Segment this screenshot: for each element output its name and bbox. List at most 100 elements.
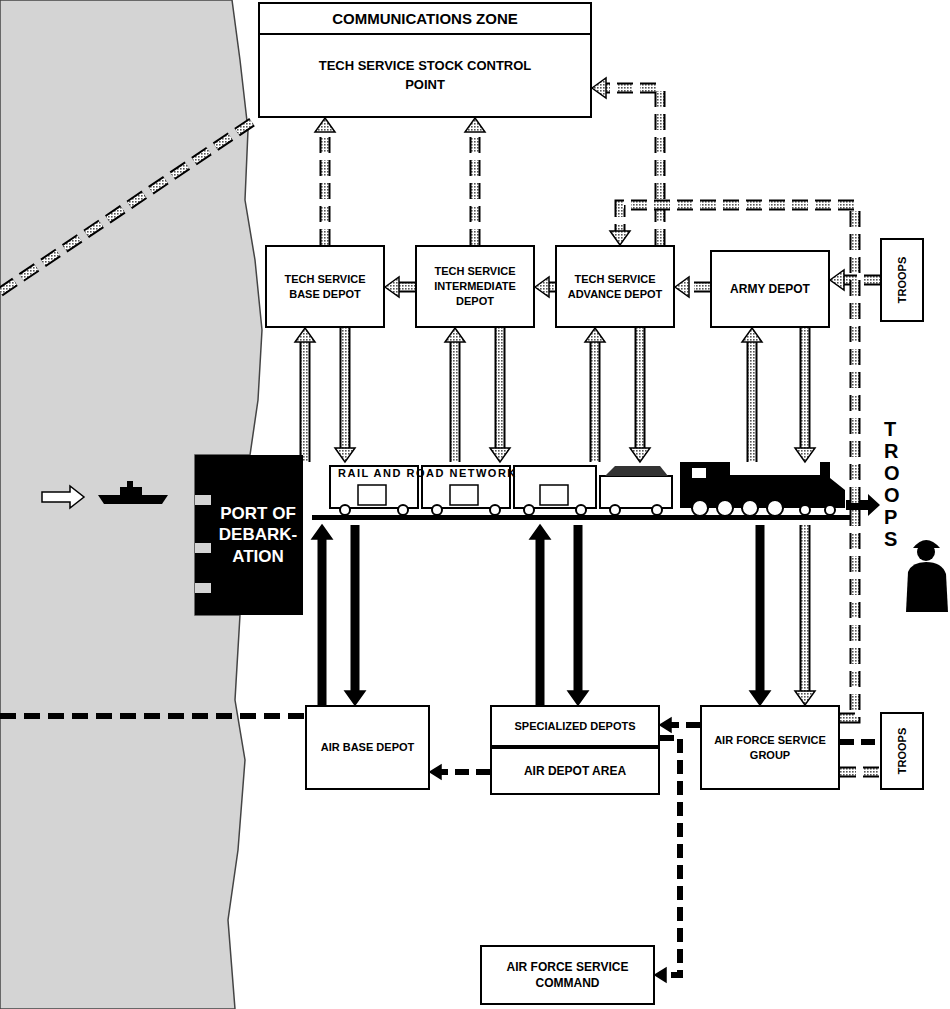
flow-arrow <box>312 525 332 705</box>
node-label: RAIL AND ROAD NETWORK <box>312 462 850 479</box>
flow-arrow <box>315 118 335 245</box>
arrowhead <box>585 328 605 342</box>
soldier-figure <box>906 540 948 612</box>
arrow-shaft <box>536 538 545 705</box>
arrow-outline <box>590 341 601 462</box>
arrowhead <box>660 718 671 732</box>
vertical-label: TROOPS <box>884 418 904 550</box>
arrow-fill <box>452 341 459 462</box>
arrowhead <box>490 448 510 462</box>
train <box>312 462 880 520</box>
arrow-shaft <box>660 738 680 975</box>
arrowhead <box>445 328 465 342</box>
arrow-fill <box>802 328 809 449</box>
service-group-box: AIR FORCE SERVICE GROUP <box>700 705 840 790</box>
node-label: AIR FORCE SERVICE COMMAND <box>488 959 647 991</box>
arrowhead <box>385 277 399 297</box>
communications-zone-box: COMMUNICATIONS ZONETECH SERVICE STOCK CO… <box>258 2 592 118</box>
depot-box: AIR BASE DEPOT <box>305 705 430 790</box>
arrowhead <box>655 968 666 982</box>
arrow-outline <box>800 328 811 449</box>
port-block: PORT OF DEBARK- ATION <box>195 455 303 615</box>
arrow-outline <box>840 767 880 778</box>
arrow-fill <box>472 131 479 245</box>
arrow-shaft <box>440 769 490 775</box>
flow-arrow <box>430 765 490 779</box>
arrow-fill <box>840 769 880 776</box>
flow-arrow <box>385 277 415 297</box>
arrow-shaft <box>574 525 583 692</box>
arrow-fill <box>802 525 809 692</box>
arrow-fill <box>342 328 349 449</box>
depot-box: AIR DEPOT AREA <box>490 747 660 795</box>
flow-arrow <box>795 328 815 462</box>
depot-box: TECH SERVICE ADVANCE DEPOT <box>555 245 675 328</box>
flow-arrow <box>592 78 660 245</box>
flow-arrow <box>840 742 880 743</box>
arrowhead <box>430 765 441 779</box>
zone-heading: COMMUNICATIONS ZONE <box>260 4 590 35</box>
arrowhead <box>610 231 630 245</box>
arrowhead <box>630 448 650 462</box>
arrow-fill <box>398 284 415 291</box>
arrow-outline <box>605 88 660 245</box>
flow-arrow <box>535 277 555 297</box>
arrow-shaft <box>318 538 327 705</box>
arrow-shaft <box>756 525 765 692</box>
rail-network: RAIL AND ROAD NETWORK <box>312 462 850 525</box>
node-label: TECH SERVICE ADVANCE DEPOT <box>563 272 667 302</box>
sea-route-dashed <box>0 118 305 716</box>
arrow-outline <box>450 341 461 462</box>
node-label: TECH SERVICE BASE DEPOT <box>273 272 377 302</box>
port-slips <box>195 455 215 615</box>
arrow-fill <box>637 328 644 449</box>
flow-arrow <box>795 525 815 705</box>
troops-box: TROOPS <box>880 238 924 322</box>
arrowhead <box>675 277 689 297</box>
flow-arrow <box>345 525 365 705</box>
troops-box: TROOPS <box>880 712 924 790</box>
arrow-fill <box>605 88 660 245</box>
arrowhead <box>295 328 315 342</box>
arrowhead <box>568 691 588 705</box>
arrowhead <box>315 118 335 132</box>
arrow-outline <box>470 131 481 245</box>
flow-arrow <box>585 328 605 462</box>
depot-box: TECH SERVICE INTERMEDIATE DEPOT <box>415 245 535 328</box>
arrow-outline <box>320 131 331 245</box>
node-label: PORT OF DEBARK- ATION <box>219 503 297 567</box>
node-label: SPECIALIZED DEPOTS <box>514 719 635 734</box>
arrow-shaft <box>670 722 700 728</box>
ship <box>42 481 168 508</box>
arrowhead <box>795 691 815 705</box>
arrowhead <box>345 691 365 705</box>
arrow-fill <box>843 277 880 284</box>
arrow-fill <box>497 328 504 449</box>
arrowhead <box>830 270 844 290</box>
flow-arrow <box>568 525 588 705</box>
arrow-fill <box>592 341 599 462</box>
flow-arrow <box>840 772 880 773</box>
service-command-box: AIR FORCE SERVICE COMMAND <box>480 945 655 1005</box>
flow-arrow <box>490 328 510 462</box>
arrow-outline <box>688 282 710 293</box>
arrow-fill <box>322 131 329 245</box>
flow-arrow <box>295 328 315 462</box>
node-label: AIR DEPOT AREA <box>524 763 626 779</box>
arrow-outline <box>635 328 646 449</box>
arrowhead <box>750 691 770 705</box>
depot-box: TECH SERVICE BASE DEPOT <box>265 245 385 328</box>
flow-arrow <box>630 328 650 462</box>
arrowhead <box>592 78 606 98</box>
arrow-shaft <box>840 739 880 745</box>
arrowhead <box>795 448 815 462</box>
node-label: TROOPS <box>896 257 908 303</box>
arrowhead <box>312 525 332 539</box>
arrow-outline <box>495 328 506 449</box>
depot-box: SPECIALIZED DEPOTS <box>490 705 660 747</box>
node-label: AIR BASE DEPOT <box>321 740 415 755</box>
arrow-fill <box>749 341 756 462</box>
